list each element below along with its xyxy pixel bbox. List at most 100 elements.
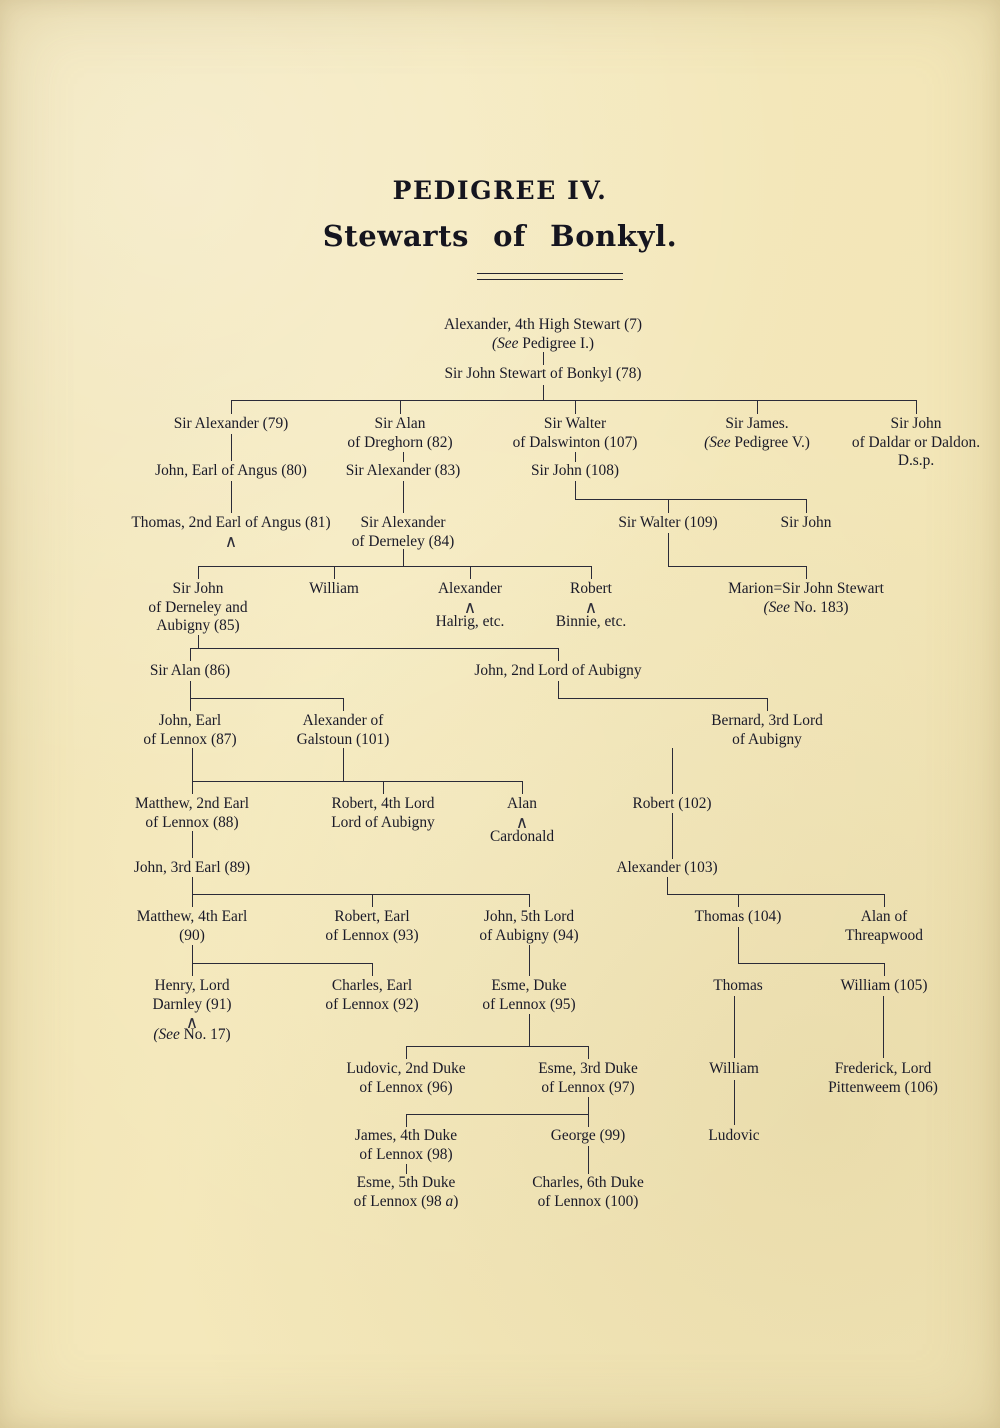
connector-stem bbox=[231, 434, 232, 461]
node-thomas-child: Thomas bbox=[713, 977, 763, 996]
connector-stem bbox=[529, 1014, 530, 1046]
node-line-98a: of Lennox (98 a) bbox=[354, 1193, 459, 1212]
see-rest: Pedigree I.) bbox=[518, 334, 595, 352]
node-line-post: ) bbox=[453, 1192, 459, 1210]
node-line: Pittenweem (106) bbox=[828, 1078, 938, 1096]
sibling-bus bbox=[198, 566, 591, 567]
page-title: PEDIGREE IV. bbox=[392, 176, 608, 205]
connector-drop bbox=[231, 400, 232, 414]
connector-drop bbox=[884, 963, 885, 976]
node-alexander-halrig: Alexander bbox=[438, 580, 502, 599]
node-sir-john-stewart-of-bonkyl: Sir John Stewart of Bonkyl (78) bbox=[444, 365, 641, 384]
node-line: of Derneley and bbox=[148, 598, 248, 616]
connector-stem bbox=[403, 549, 404, 566]
sibling-bus bbox=[190, 698, 343, 699]
node-line-pre: of Lennox (98 bbox=[353, 1192, 446, 1210]
node-robert-102: Robert (102) bbox=[632, 795, 711, 814]
connector-drop bbox=[192, 894, 193, 907]
continuation-caret-binnie: ∧ bbox=[584, 598, 598, 617]
connector-stem bbox=[558, 681, 559, 698]
connector-drop bbox=[806, 566, 807, 579]
node-line: of Aubigny bbox=[732, 730, 802, 748]
node-line: Sir Walter (109) bbox=[618, 514, 718, 531]
node-line: Darnley (91) bbox=[152, 995, 232, 1013]
node-line: D.s.p. bbox=[897, 452, 935, 469]
connector-drop bbox=[190, 698, 191, 711]
connector-drop bbox=[406, 1046, 407, 1059]
node-line: Matthew, 4th Earl bbox=[136, 908, 248, 925]
node-charles-earl-of-lennox-92: Charles, Earl of Lennox (92) bbox=[325, 977, 418, 1014]
node-line: of Lennox (93) bbox=[325, 926, 419, 944]
node-line: Sir Alexander (83) bbox=[345, 462, 461, 479]
node-line: of Dreghorn (82) bbox=[347, 433, 453, 451]
node-line: Alexander of bbox=[302, 712, 384, 729]
connector-stem bbox=[672, 748, 673, 794]
connector-drop bbox=[767, 698, 768, 711]
connector-stem bbox=[343, 748, 344, 781]
node-line: Sir Alexander bbox=[360, 514, 446, 531]
node-line: Ludovic, 2nd Duke bbox=[346, 1060, 466, 1077]
connector-stem bbox=[734, 1080, 735, 1125]
node-frederick-lord-pittenweem-106: Frederick, Lord Pittenweem (106) bbox=[828, 1060, 938, 1097]
node-line: of Lennox (95) bbox=[482, 995, 576, 1013]
node-robert-4th-lord-of-aubigny: Robert, 4th Lord Lord of Aubigny bbox=[331, 795, 434, 832]
node-line: Binnie, etc. bbox=[555, 613, 627, 630]
node-line: of Lennox (87) bbox=[143, 730, 237, 748]
connector-drop bbox=[668, 499, 669, 513]
sibling-bus bbox=[575, 499, 806, 500]
spouse-right: Sir John Stewart bbox=[782, 580, 884, 597]
node-william-derneley-child: William bbox=[309, 580, 359, 599]
sibling-bus bbox=[668, 566, 806, 567]
connector-drop bbox=[884, 894, 885, 907]
node-cardonald: Cardonald bbox=[490, 828, 554, 847]
connector-drop bbox=[192, 963, 193, 976]
node-esme-duke-of-lennox-95: Esme, Duke of Lennox (95) bbox=[482, 977, 575, 1014]
node-line: Sir James. bbox=[725, 415, 789, 432]
connector-stem bbox=[192, 831, 193, 858]
node-alexander-of-galstoun-101: Alexander of Galstoun (101) bbox=[297, 712, 390, 749]
node-line: Robert (102) bbox=[632, 795, 712, 812]
node-line: of Lennox (88) bbox=[145, 813, 239, 831]
connector-drop bbox=[372, 894, 373, 907]
node-line-see-ref: (See Pedigree V.) bbox=[704, 434, 810, 453]
node-sir-walter-of-dalswinton-107: Sir Walter of Dalswinton (107) bbox=[513, 415, 638, 452]
node-line: Sir John bbox=[780, 514, 832, 531]
node-line: Thomas, 2nd Earl of Angus (81) bbox=[131, 514, 331, 531]
node-john-3rd-earl-89: John, 3rd Earl (89) bbox=[134, 859, 250, 878]
node-william-105: William (105) bbox=[840, 977, 927, 996]
node-line: Alexander (103) bbox=[616, 859, 718, 876]
node-line: Thomas (104) bbox=[694, 908, 782, 925]
connector-drop bbox=[757, 400, 758, 414]
connector-drop bbox=[198, 566, 199, 579]
node-line: William bbox=[309, 580, 359, 597]
node-matthew-4th-earl-90: Matthew, 4th Earl (90) bbox=[137, 908, 248, 945]
node-alexander-4th-high-stewart: Alexander, 4th High Stewart (7) (See Ped… bbox=[444, 316, 642, 353]
sibling-bus bbox=[406, 1114, 588, 1115]
node-thomas-104: Thomas (104) bbox=[695, 908, 782, 927]
node-george-99: George (99) bbox=[551, 1127, 626, 1146]
continuation-caret-halrig: ∧ bbox=[463, 598, 477, 617]
see-rest: No. 17) bbox=[179, 1026, 231, 1043]
connector-stem bbox=[403, 452, 404, 462]
node-robert-earl-of-lennox-93: Robert, Earl of Lennox (93) bbox=[325, 908, 418, 945]
node-charles-6th-duke-of-lennox-100: Charles, 6th Duke of Lennox (100) bbox=[532, 1174, 644, 1211]
see-rest: No. 183) bbox=[789, 598, 849, 616]
sibling-bus bbox=[558, 698, 767, 699]
marriage-equals: = bbox=[773, 580, 783, 597]
connector-stem bbox=[543, 385, 544, 400]
node-line: (90) bbox=[179, 926, 205, 944]
sibling-bus bbox=[231, 400, 916, 401]
node-line: Sir Alan bbox=[374, 415, 426, 432]
node-line-see-ref: (See Pedigree I.) bbox=[444, 335, 642, 354]
connector-drop bbox=[575, 400, 576, 414]
connector-stem bbox=[192, 945, 193, 963]
connector-drop bbox=[343, 698, 344, 711]
node-marion-marriage: Marion=Sir John Stewart (See No. 183) bbox=[728, 580, 884, 617]
connector-drop bbox=[190, 648, 191, 661]
node-line: John, Earl of Angus (80) bbox=[155, 462, 307, 479]
node-line: of Lennox (100) bbox=[537, 1192, 639, 1210]
sibling-bus bbox=[190, 648, 558, 649]
node-sir-john-of-derneley-and-aubigny-85: Sir John of Derneley and Aubigny (85) bbox=[148, 580, 247, 636]
